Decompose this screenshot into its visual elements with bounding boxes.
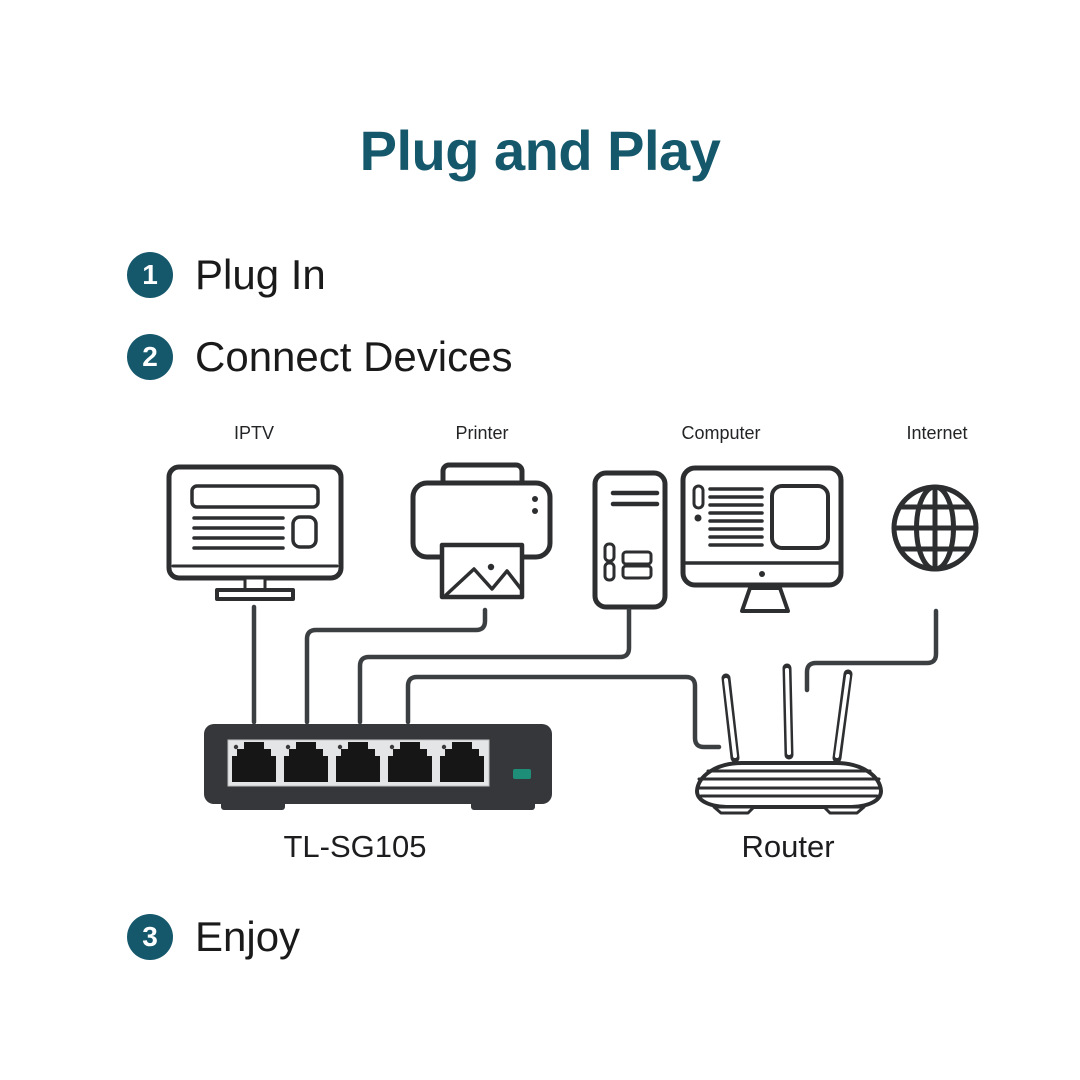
computer-monitor-icon xyxy=(680,465,844,613)
rj45-ports xyxy=(232,742,484,782)
page-title: Plug and Play xyxy=(359,119,721,182)
cable-computer-to-switch xyxy=(357,607,632,725)
step-plug-in: 1 Plug In xyxy=(127,252,326,298)
internet-globe-icon xyxy=(891,484,979,572)
port-leds xyxy=(233,744,447,750)
router-label: Router xyxy=(741,829,835,864)
step-2-badge: 2 xyxy=(127,334,173,380)
step-3-label: Enjoy xyxy=(195,913,301,960)
cable-printer-to-switch xyxy=(304,607,488,725)
router-icon xyxy=(695,663,883,815)
iptv-icon xyxy=(166,464,344,601)
step-enjoy: 3 Enjoy xyxy=(127,914,300,960)
cable-switch-to-router xyxy=(405,674,722,750)
ethernet-cables xyxy=(251,604,939,750)
computer-label: Computer xyxy=(681,423,761,443)
iptv-label: IPTV xyxy=(233,423,275,443)
internet-label: Internet xyxy=(906,423,968,443)
cable-internet-to-router xyxy=(804,608,939,693)
step-2-label: Connect Devices xyxy=(195,333,513,380)
step-1-label: Plug In xyxy=(195,251,326,298)
printer-label: Printer xyxy=(455,423,509,443)
step-connect-devices: 2 Connect Devices xyxy=(127,334,512,380)
step-3-badge: 3 xyxy=(127,914,173,960)
computer-tower-icon xyxy=(592,470,668,610)
printer-icon xyxy=(410,462,553,600)
switch-model-label: TL-SG105 xyxy=(283,829,427,864)
switch-illustration xyxy=(204,724,552,810)
step-1-badge: 1 xyxy=(127,252,173,298)
power-led xyxy=(513,769,531,779)
